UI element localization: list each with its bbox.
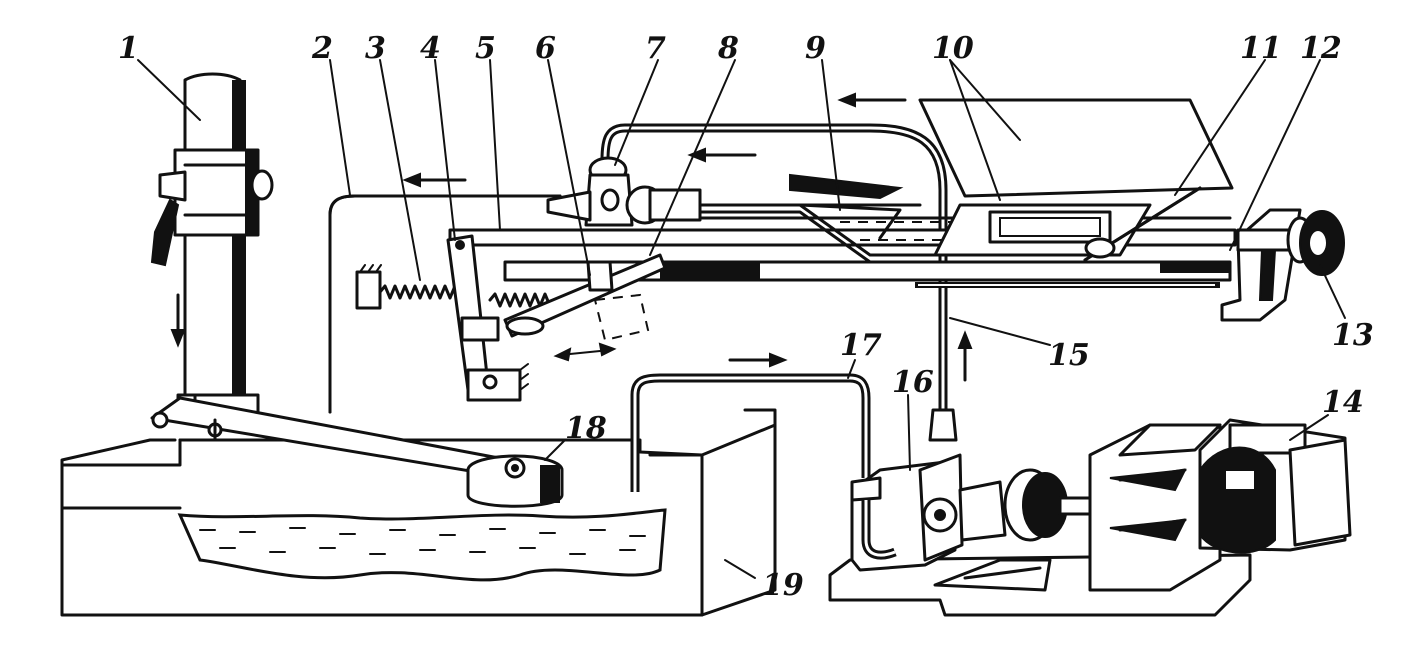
tank-liquid: [177, 508, 667, 582]
label-10: 10: [932, 31, 974, 66]
label-13: 13: [1332, 318, 1374, 353]
label-2: 2: [311, 31, 333, 66]
label-9: 9: [805, 31, 826, 66]
control-valve: [546, 156, 702, 227]
label-6: 6: [535, 31, 556, 66]
label-16: 16: [892, 365, 934, 400]
pump-motor-unit: [828, 418, 1352, 617]
hydraulic-cylinder: [150, 72, 274, 422]
label-15: 15: [1048, 338, 1090, 373]
leader-lines: [137, 59, 1346, 579]
label-4: 4: [420, 31, 441, 66]
label-17: 17: [840, 328, 882, 363]
label-7: 7: [645, 31, 666, 66]
workpiece-tray: [918, 98, 1234, 257]
flow-arrows: [170, 92, 973, 382]
label-11: 11: [1240, 31, 1282, 66]
tank: [60, 408, 777, 617]
callout-labels: 1 2 3 4 5 6 7 8 9 10 11 12 13 14 15 16 1…: [118, 31, 1374, 603]
label-3: 3: [365, 31, 386, 66]
label-8: 8: [717, 31, 739, 66]
linkage: [355, 234, 667, 402]
label-1: 1: [118, 31, 139, 66]
label-12: 12: [1300, 31, 1342, 66]
label-18: 18: [565, 411, 607, 446]
label-14: 14: [1322, 385, 1364, 420]
label-19: 19: [762, 568, 804, 603]
label-5: 5: [475, 31, 496, 66]
float: [466, 454, 564, 508]
handwheel-assembly: [1220, 208, 1345, 322]
